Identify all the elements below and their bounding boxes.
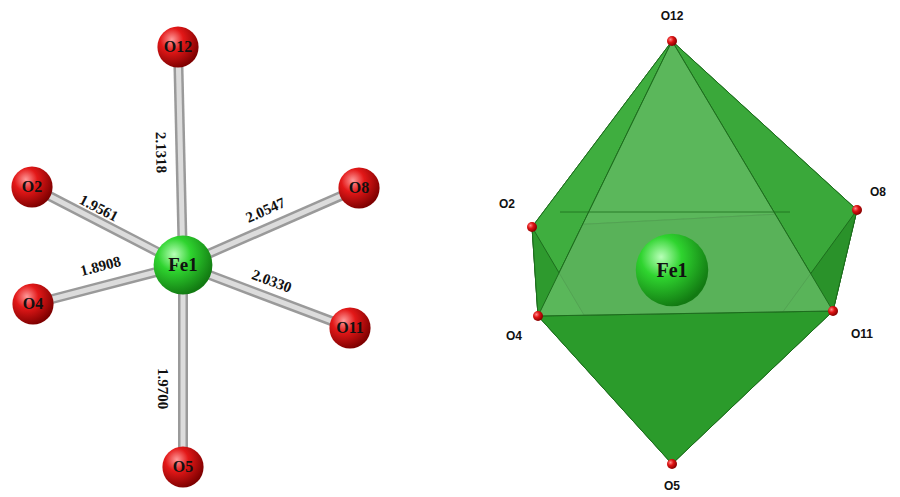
vertex-label: O5 — [664, 479, 680, 493]
vertex-label: O8 — [870, 185, 886, 199]
atom-label: O11 — [336, 319, 364, 337]
bond — [207, 195, 344, 255]
bond — [49, 272, 157, 300]
oxygen-atom: O8 — [338, 167, 380, 209]
bond — [178, 64, 182, 239]
bond-length: 1.9700 — [155, 367, 172, 408]
oxygen-atom: O11 — [329, 307, 371, 349]
atom-label: Fe1 — [656, 259, 687, 282]
oxygen-atom: O5 — [162, 446, 204, 488]
vertex-label: O2 — [499, 197, 515, 211]
oxygen-atom: O2 — [11, 166, 53, 208]
atom-label: O12 — [164, 38, 192, 56]
atom-label: O4 — [23, 295, 43, 313]
vertex-label: O4 — [506, 329, 522, 343]
bond-length: 2.1318 — [152, 131, 170, 173]
oxygen-atom: O4 — [12, 283, 54, 325]
bond — [183, 291, 184, 450]
atom-label: O2 — [22, 178, 42, 196]
vertex-label: O11 — [851, 327, 873, 341]
atom-label: O5 — [173, 458, 193, 476]
atom-label: O8 — [349, 179, 369, 197]
oxygen-atom: O12 — [157, 26, 199, 68]
vertex-label: O12 — [661, 9, 684, 23]
iron-atom: Fe1 — [153, 235, 213, 295]
iron-atom: Fe1 — [635, 233, 709, 307]
atom-label: Fe1 — [168, 254, 198, 276]
bond-length: 1.8908 — [79, 253, 123, 280]
